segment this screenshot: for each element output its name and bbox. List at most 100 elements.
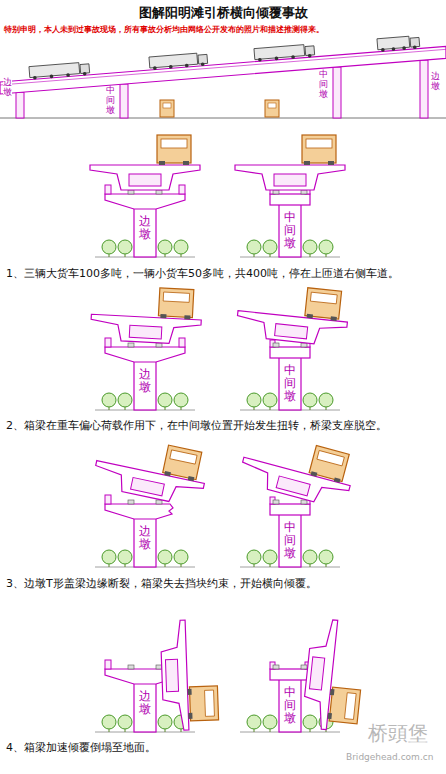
truck-body — [254, 45, 305, 60]
truck-wheel — [304, 161, 310, 165]
stop-block — [179, 185, 185, 194]
truck-wheel — [330, 316, 336, 321]
truck-window — [317, 450, 344, 465]
truck-wheel — [184, 315, 190, 319]
truck-wheel — [330, 689, 335, 695]
vehicle-window — [268, 103, 276, 108]
bearing — [273, 500, 279, 504]
pier-cap — [270, 194, 310, 205]
wheel — [83, 72, 87, 76]
tree — [263, 393, 277, 407]
bearing — [273, 343, 279, 347]
watermark: Bridgehead.com.cn — [346, 752, 433, 762]
girder-group — [90, 135, 200, 190]
pier-column — [279, 356, 301, 410]
wheel — [201, 62, 205, 66]
tree — [118, 550, 132, 564]
bearing — [156, 343, 162, 347]
girder-group — [90, 284, 203, 345]
pier-cap — [270, 347, 310, 358]
tree — [247, 393, 261, 407]
wheel — [153, 66, 157, 70]
truck-window — [306, 139, 332, 148]
bearing — [301, 343, 307, 347]
truck — [189, 686, 218, 721]
truck-body — [149, 53, 198, 68]
tree — [303, 240, 317, 254]
tree — [247, 550, 261, 564]
truck-window — [163, 292, 189, 302]
truck-wheel — [164, 471, 171, 476]
girder-cell — [275, 324, 308, 339]
wheel — [185, 64, 189, 68]
tree — [118, 240, 132, 254]
bearing — [156, 190, 162, 194]
truck-window — [205, 690, 215, 716]
pier-label: 中间墩 — [319, 70, 328, 100]
wheel — [33, 76, 37, 80]
wheel — [291, 55, 295, 59]
bearing — [301, 500, 307, 504]
tree — [174, 240, 188, 254]
girder-cell — [276, 476, 310, 496]
title: 图解阳明滩引桥横向倾覆事故 — [0, 4, 446, 22]
pier-elevation — [120, 84, 128, 118]
tree — [102, 715, 116, 729]
tree — [319, 393, 333, 407]
vehicle-under-bridge — [160, 100, 174, 117]
girder-cell — [131, 477, 165, 495]
truck — [302, 135, 336, 163]
wheel — [66, 73, 70, 77]
truck — [329, 687, 360, 724]
truck-wheel — [183, 161, 189, 165]
truck — [309, 446, 349, 482]
t-cap-beam — [105, 194, 185, 209]
tree — [158, 240, 172, 254]
truck-wheel — [328, 161, 334, 165]
vehicle-window — [163, 103, 171, 108]
bearing — [128, 500, 134, 504]
truck-wheel — [159, 161, 165, 165]
box-girder — [90, 165, 200, 190]
pier-label: 边墩 — [3, 78, 12, 98]
bearing — [301, 190, 307, 194]
tree — [319, 550, 333, 564]
truck-wheel — [160, 314, 166, 318]
pier-column — [279, 678, 301, 732]
pier-elevation — [420, 60, 428, 118]
bearing — [128, 665, 134, 669]
step-caption: 1、三辆大货车100多吨，一辆小货车50多吨，共400吨，停在上匝道右侧车道。 — [6, 266, 442, 281]
pier-elevation — [16, 92, 24, 118]
pier-elevation — [333, 67, 341, 118]
pier-column — [134, 203, 156, 257]
step-caption: 3、边墩T形盖梁边缘断裂，箱梁失去挡块约束，开始横向倾覆。 — [6, 576, 442, 591]
pier-column — [279, 513, 301, 567]
girder-group — [235, 135, 345, 190]
pier-cap — [270, 504, 310, 515]
wheel — [258, 58, 262, 62]
wheel — [169, 65, 173, 69]
truck-wheel — [311, 471, 318, 476]
stop-block — [105, 660, 111, 669]
ground-line — [0, 118, 446, 119]
girder-cell — [309, 657, 324, 690]
t-cap-beam — [105, 347, 185, 362]
truck-window — [161, 139, 187, 148]
tree — [263, 550, 277, 564]
box-girder — [235, 165, 345, 190]
bearing — [128, 190, 134, 194]
watermark: 桥頭堡 — [368, 720, 428, 747]
pier-cap — [270, 669, 310, 680]
truck-wheel — [327, 713, 332, 719]
truck-elevation — [29, 62, 90, 80]
truck-elevation — [254, 44, 315, 62]
deck-line — [0, 49, 446, 85]
bearing — [156, 500, 162, 504]
truck-wheel — [188, 476, 195, 481]
truck — [163, 445, 202, 479]
tree — [102, 550, 116, 564]
truck-body — [29, 63, 80, 78]
tree — [158, 550, 172, 564]
stop-block — [105, 495, 111, 504]
pier-label: 中间墩 — [284, 211, 296, 251]
